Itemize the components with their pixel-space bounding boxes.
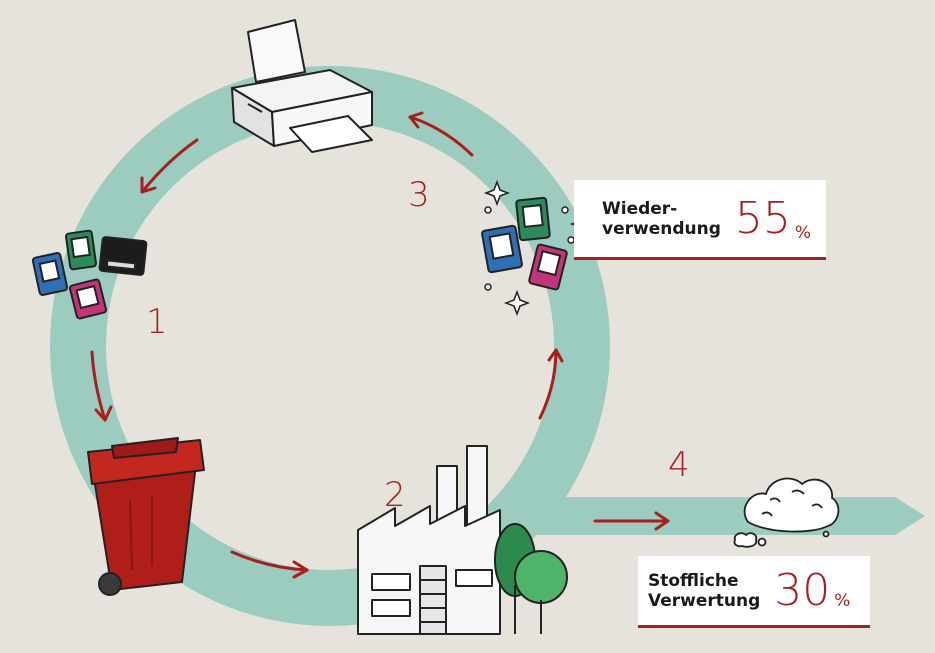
arrow-icon (90, 350, 113, 422)
printer-icon (231, 19, 373, 153)
arrow-icon (408, 111, 474, 157)
tree-icon (514, 550, 568, 634)
output-band (505, 497, 925, 535)
step-number-2: 2 (384, 475, 406, 515)
ink-cartridge-icon (481, 224, 523, 274)
reuse-stat-value: 55 (734, 192, 791, 244)
recycling-stat-unit: % (834, 591, 851, 611)
sparkle-icon (484, 206, 492, 214)
sparkle-icon (484, 283, 492, 291)
ink-cartridge-icon (515, 196, 551, 242)
reuse-stat-unit: % (794, 223, 812, 243)
recycling-stat-card: Stoffliche Verwertung 30 % (638, 556, 870, 628)
factory-icon (357, 445, 501, 635)
reuse-stat-card: Wieder- verwendung 55 % (574, 180, 826, 260)
ink-cartridge-icon (68, 278, 108, 320)
ink-cartridge-icon (31, 252, 69, 296)
sparkle-icon (503, 289, 531, 317)
step-number-1: 1 (146, 302, 168, 342)
reuse-stat-label: Wieder- verwendung (602, 198, 721, 239)
step-number-4: 4 (668, 445, 690, 485)
ink-cartridge-icon (98, 236, 148, 276)
recycling-stat-value: 30 (774, 564, 831, 616)
arrow-icon (140, 138, 199, 194)
sparkle-icon (561, 206, 569, 214)
recycling-stat-label: Stoffliche Verwertung (648, 570, 761, 611)
arrow-icon (230, 550, 309, 579)
ink-cartridge-icon (528, 243, 568, 291)
material-pile-icon (733, 477, 840, 548)
arrow-icon (593, 511, 670, 531)
step-number-3: 3 (408, 175, 430, 215)
sparkle-icon (483, 179, 511, 207)
arrow-icon (538, 348, 564, 420)
ink-cartridge-icon (65, 229, 97, 271)
trash-bin-icon (87, 437, 205, 596)
